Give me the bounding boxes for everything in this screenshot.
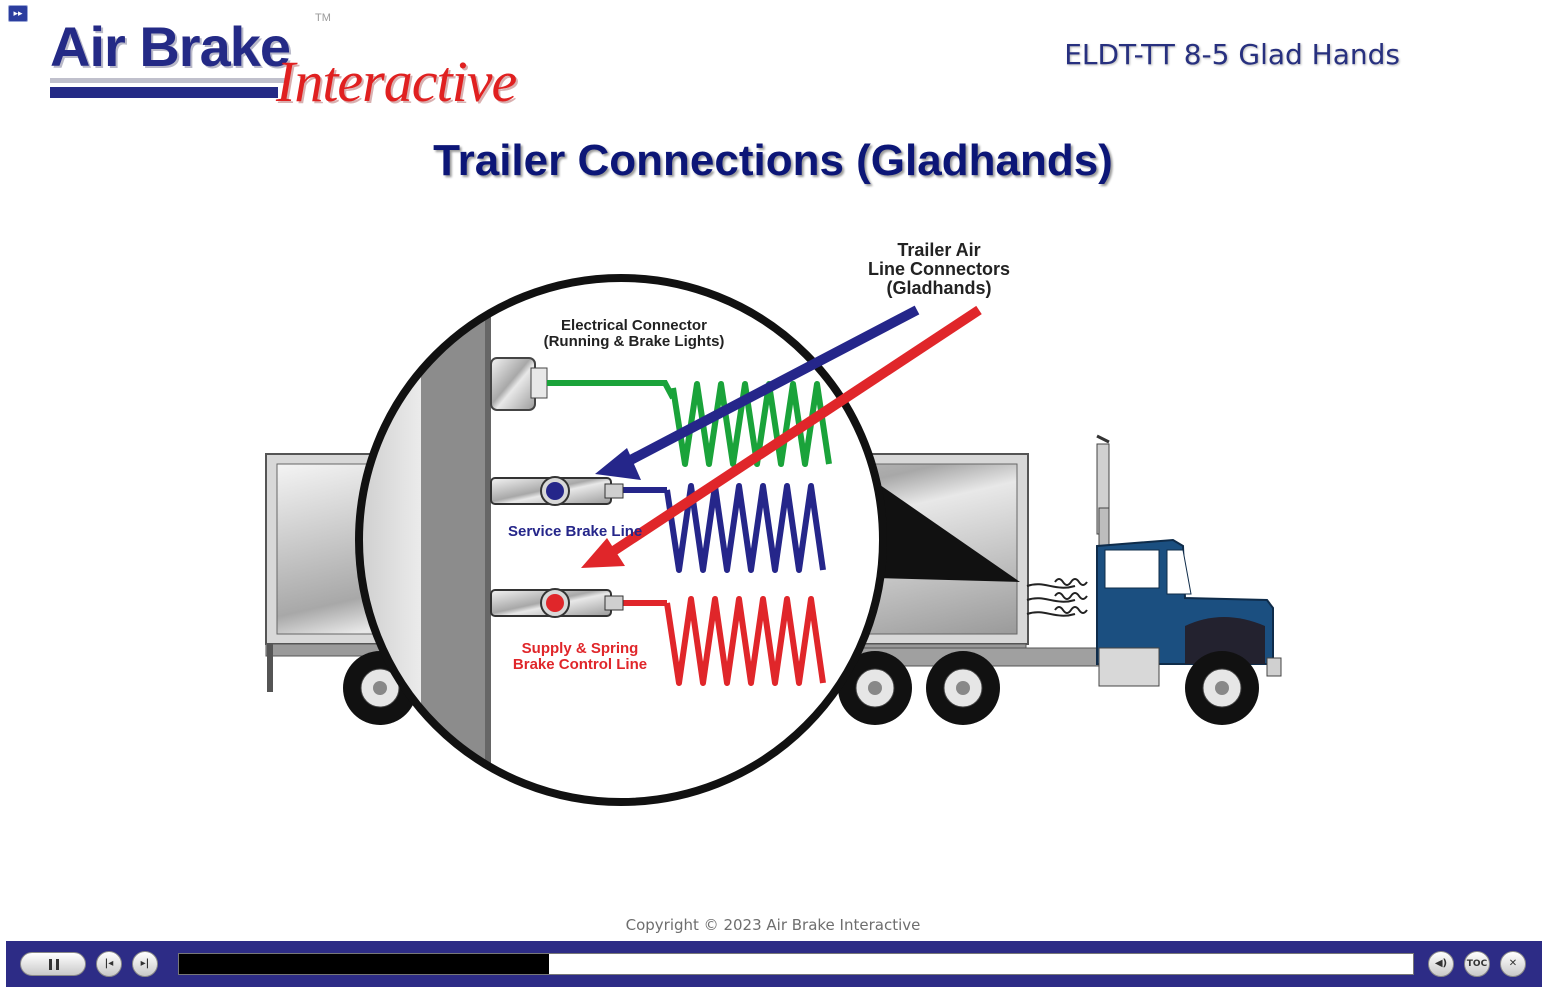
logo-trademark: TM — [315, 12, 331, 24]
toc-icon: TOC — [1466, 959, 1488, 969]
supply-coil — [664, 596, 826, 686]
tractor — [1026, 434, 1282, 725]
service-gladhand — [490, 476, 624, 506]
service-arrow — [595, 305, 920, 480]
pause-icon — [56, 959, 59, 970]
zoom-callout — [870, 478, 1020, 582]
copyright-text: Copyright © 2023 Air Brake Interactive — [625, 916, 921, 934]
wheel — [838, 651, 912, 725]
lesson-title: ELDT-TT 8-5 Glad Hands — [1064, 38, 1400, 71]
next-icon: ▸| — [140, 958, 150, 969]
volume-button[interactable]: ◀) — [1428, 951, 1454, 977]
progress-bar[interactable] — [178, 953, 1414, 975]
next-button[interactable]: ▸| — [132, 951, 158, 977]
slide-title: Trailer Connections (Gladhands) — [433, 136, 1113, 185]
electrical-coil — [670, 381, 832, 467]
trailer-wheels — [343, 651, 1000, 725]
logo-main-text: Air Brake — [50, 15, 291, 78]
logo-script-text: Interactive — [276, 49, 517, 114]
supply-arrow — [581, 305, 982, 568]
previous-button[interactable]: |◂ — [96, 951, 122, 977]
previous-icon: |◂ — [104, 958, 114, 969]
pause-icon — [49, 959, 52, 970]
air-connectors-label-line3: (Gladhands) — [886, 278, 991, 298]
supply-label-line1: Supply & Spring — [522, 640, 639, 657]
logo-stripe — [50, 87, 278, 98]
air-connectors-label-line2: Line Connectors — [868, 259, 1010, 279]
player-controls: |◂ ▸| ◀) TOC ✕ — [6, 941, 1542, 987]
logo-stripe — [50, 78, 290, 83]
air-connectors-label-line1: Trailer Air — [897, 240, 980, 260]
volume-icon: ◀) — [1434, 958, 1448, 969]
electrical-label-line1: Electrical Connector — [561, 317, 707, 334]
close-button[interactable]: ✕ — [1500, 951, 1526, 977]
supply-label-line2: Brake Control Line — [513, 656, 647, 673]
trailer-connections-diagram: Trailer Air Line Connectors (Gladhands) … — [265, 240, 1282, 806]
air-brake-interactive-logo: Air Brake TM Interactive — [48, 10, 528, 114]
supply-gladhand — [490, 588, 624, 618]
service-brake-label: Service Brake Line — [508, 523, 642, 540]
electrical-label-line2: (Running & Brake Lights) — [544, 333, 725, 350]
close-icon: ✕ — [1508, 958, 1518, 969]
wheel — [926, 651, 1000, 725]
magnified-detail — [355, 274, 887, 806]
skip-icon[interactable]: ▸▸ — [8, 5, 28, 22]
pause-button[interactable] — [20, 952, 86, 976]
progress-fill — [179, 954, 550, 974]
toc-button[interactable]: TOC — [1464, 951, 1490, 977]
